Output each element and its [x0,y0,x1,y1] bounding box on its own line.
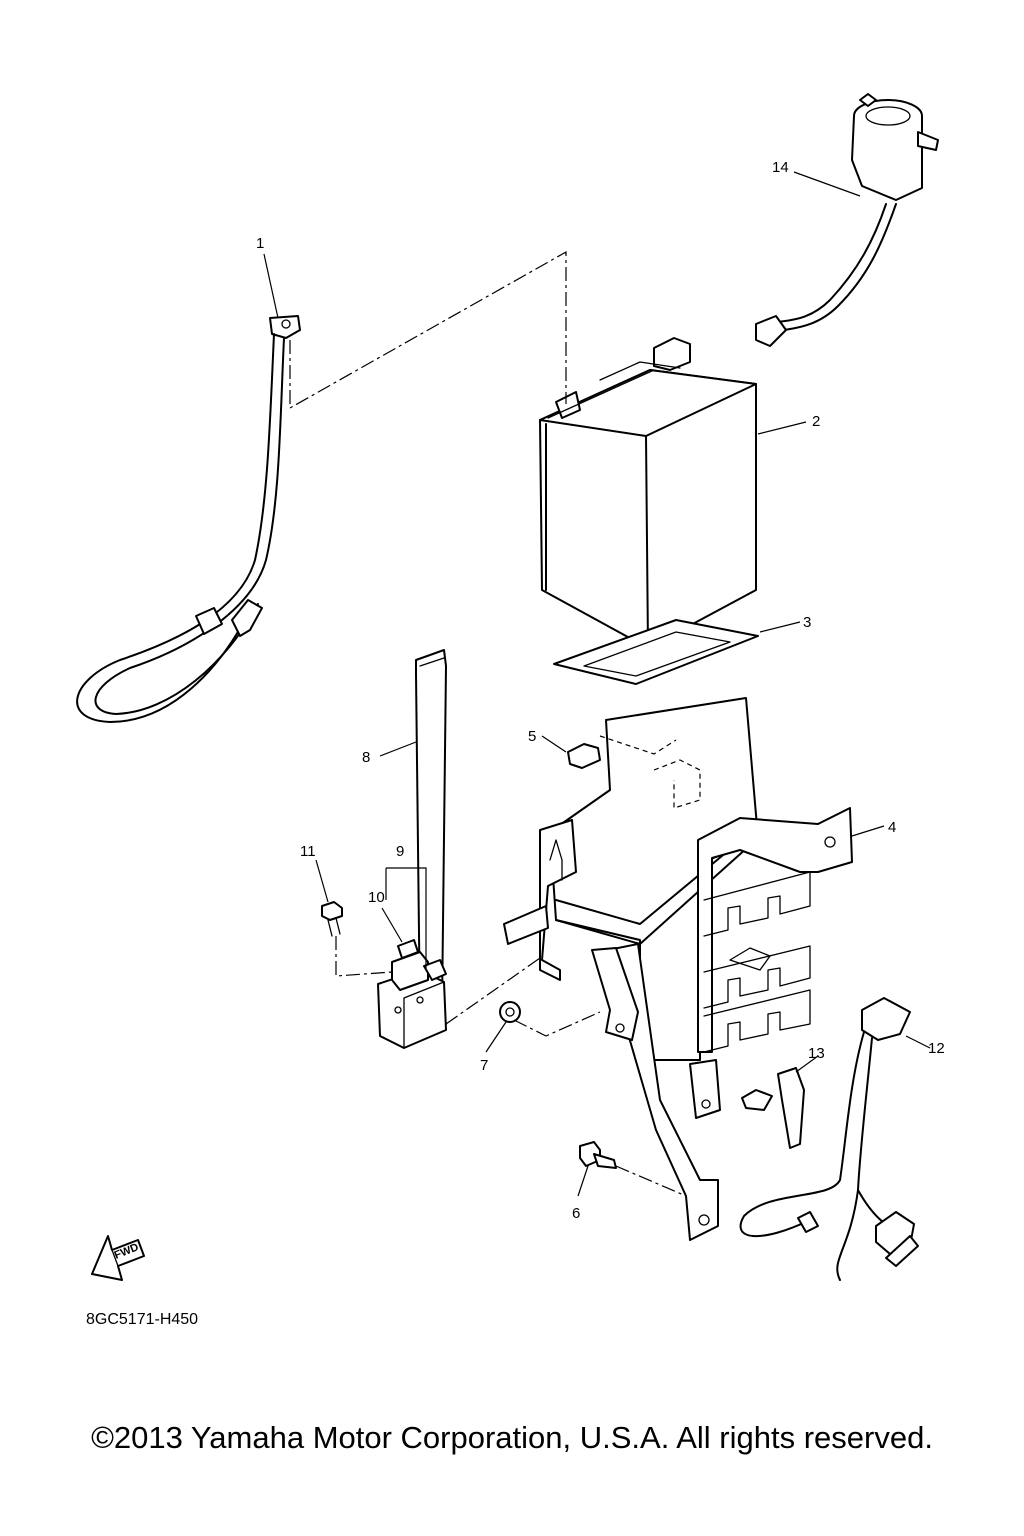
part-14-dc-socket [755,93,939,347]
callout-12: 12 [928,1040,945,1057]
drawing-code: 8GC5171-H450 [86,1311,199,1328]
callout-4: 4 [888,819,896,836]
part-9-starter-relay [377,951,447,1049]
part-4-battery-box [503,697,853,1241]
assembly-lines [289,250,687,1197]
part-3-battery-pad [553,619,759,685]
callout-5: 5 [528,728,536,745]
callout-14: 14 [772,159,789,176]
callout-9: 9 [396,843,404,860]
fwd-arrow-icon: FWD [91,1235,145,1281]
part-11-bolt [321,901,343,937]
callout-11: 11 [300,843,316,860]
part-6-bolt [579,1141,617,1169]
part-1-battery-cable [76,315,301,723]
part-5-damper [567,743,601,769]
callout-10: 10 [368,889,385,906]
leader-lines [263,171,931,1197]
part-7-nut [499,1001,521,1023]
copyright-notice: ©2013 Yamaha Motor Corporation, U.S.A. A… [91,1420,933,1455]
callout-6: 6 [572,1205,580,1222]
part-10-fuse [397,939,419,959]
callout-3: 3 [803,614,811,631]
callout-numbers: 1 2 3 4 5 6 7 8 9 10 11 12 13 14 [256,159,945,1222]
callout-7: 7 [480,1057,488,1074]
callout-2: 2 [812,413,820,430]
part-12-sub-harness [739,997,919,1281]
callout-8: 8 [362,749,370,766]
part-13-cable-tie [741,1067,805,1149]
part-2-battery [539,337,757,649]
callout-13: 13 [808,1045,825,1062]
callout-1: 1 [256,235,264,252]
